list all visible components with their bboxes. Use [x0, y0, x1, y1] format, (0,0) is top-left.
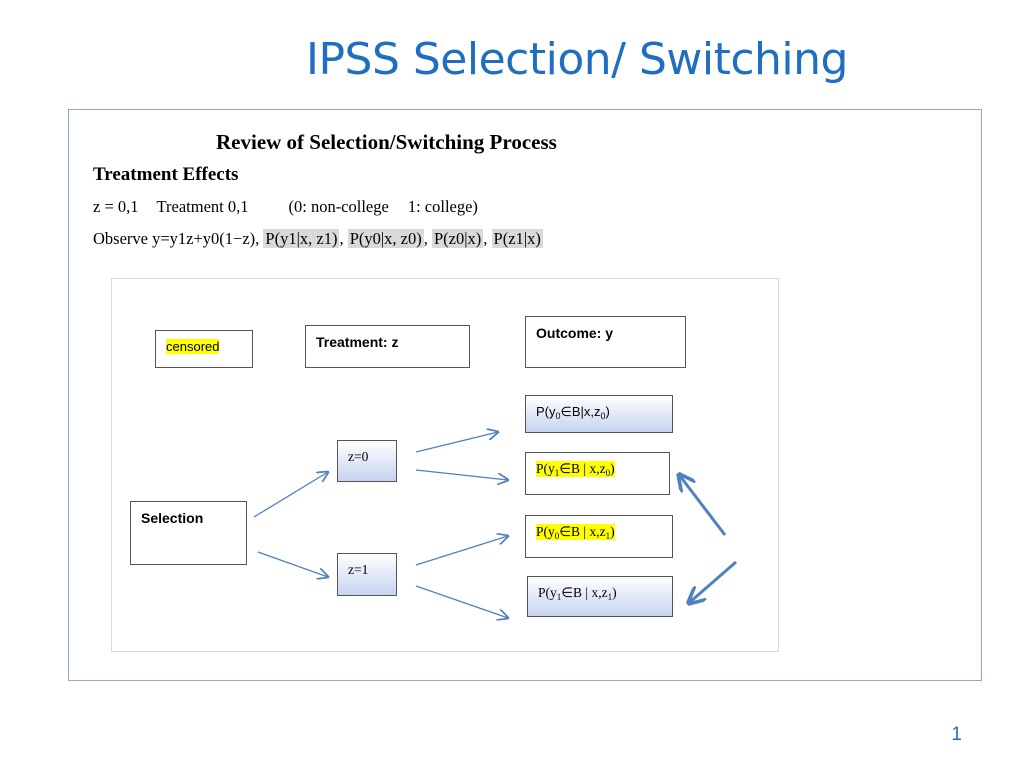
z0-box: z=0 — [337, 440, 397, 482]
censored-box: censored — [155, 330, 253, 368]
arrow-selection-to-z1 — [257, 551, 328, 577]
outcome-label: Outcome: y — [536, 325, 614, 341]
selection-box: Selection — [130, 501, 247, 565]
prob-y0-z0-box: P(y0∈B|x,z0) — [525, 395, 673, 433]
censored-label: censored — [166, 339, 220, 354]
section-heading: Treatment Effects — [93, 164, 239, 185]
term-p-y0: P(y0|x, z0) — [347, 229, 424, 248]
arrow-z0-to-p1 — [415, 432, 498, 453]
treatment-values: Treatment 0,1 — [156, 197, 249, 216]
diagram-frame — [111, 278, 779, 652]
prob-y0-z0-label: P(y0∈B|x,z0) — [536, 404, 610, 421]
selection-label: Selection — [141, 510, 204, 526]
treatment-label: Treatment: z — [316, 334, 399, 350]
z0-label: z=0 — [348, 449, 369, 464]
prob-y1-z0-box: P(y1∈B | x,z0) — [525, 452, 670, 495]
observe-prefix: Observe y=y1z+y0(1−z), — [93, 229, 260, 248]
treatment-definition-line: z = 0,1 Treatment 0,1 (0: non-college 1: co… — [93, 197, 478, 217]
term-p-y1: P(y1|x, z1) — [263, 229, 340, 248]
prob-y0-z1-label: P(y0∈B | x,z1) — [536, 524, 615, 541]
z-values: z = 0,1 — [93, 197, 139, 216]
term-p-z1: P(z1|x) — [491, 229, 543, 248]
z1-label: z=1 — [348, 562, 369, 577]
review-title: Review of Selection/Switching Process — [216, 130, 557, 154]
prob-y1-z1-label: P(y1∈B | x,z1) — [538, 585, 617, 602]
prob-y1-z1-box: P(y1∈B | x,z1) — [527, 576, 673, 617]
page-number: 1 — [951, 724, 962, 745]
college-note: 1: college) — [407, 197, 478, 216]
slide-title: IPSS Selection/ Switching — [306, 34, 848, 85]
observe-line: Observe y=y1z+y0(1−z), P(y1|x, z1), P(y0… — [93, 229, 543, 248]
arrow-selection-to-z0 — [253, 472, 328, 518]
treatment-box: Treatment: z — [305, 325, 470, 368]
arrow-z1-to-p4 — [415, 585, 508, 618]
switch-arrow-down — [690, 560, 737, 602]
term-p-z0: P(z0|x) — [432, 229, 484, 248]
prob-y1-z0-label: P(y1∈B | x,z0) — [536, 461, 615, 478]
non-college-note: (0: non-college — [288, 197, 389, 216]
arrow-z0-to-p2 — [415, 469, 508, 480]
outcome-box: Outcome: y — [525, 316, 686, 368]
switch-arrow-up — [680, 476, 727, 536]
z1-box: z=1 — [337, 553, 397, 596]
arrow-z1-to-p3 — [415, 536, 508, 566]
prob-y0-z1-box: P(y0∈B | x,z1) — [525, 515, 673, 558]
